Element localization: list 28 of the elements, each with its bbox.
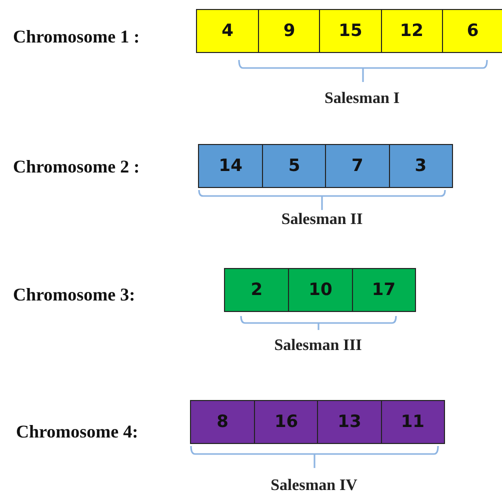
gene-cell: 5: [262, 145, 326, 187]
chromosome-bar: [196, 9, 502, 53]
chromosome-bar: [190, 400, 445, 444]
salesman-label: Salesman IV: [270, 477, 358, 495]
gene-cell: 17: [352, 269, 415, 311]
gene-cell: 13: [317, 401, 381, 443]
chromosome-bar: [198, 144, 453, 188]
gene-cell: 8: [191, 401, 254, 443]
chromosome-label: Chromosome 3:: [13, 284, 136, 306]
chromosome-label: Chromosome 2 :: [13, 156, 140, 178]
gene-cell: 9: [258, 10, 320, 52]
gene-cell: 3: [388, 145, 452, 187]
chromosome-bar: [224, 268, 416, 312]
gene-cell: 15: [319, 10, 381, 52]
salesman-label: Salesman III: [274, 337, 362, 355]
gene-cell: 12: [380, 10, 442, 52]
salesman-label: Salesman II: [281, 211, 363, 229]
gene-cell: 4: [197, 10, 258, 52]
gene-cell: 14: [199, 145, 262, 187]
gene-cell: 10: [288, 269, 352, 311]
gene-cell: 11: [380, 401, 444, 443]
gene-cell: 16: [254, 401, 318, 443]
salesman-label: Salesman I: [324, 90, 400, 108]
chromosome-label: Chromosome 4:: [16, 422, 138, 442]
gene-cell: 2: [225, 269, 288, 311]
gene-cell: 6: [442, 10, 502, 52]
gene-cell: 7: [325, 145, 389, 187]
chromosome-label: Chromosome 1 :: [13, 26, 140, 48]
